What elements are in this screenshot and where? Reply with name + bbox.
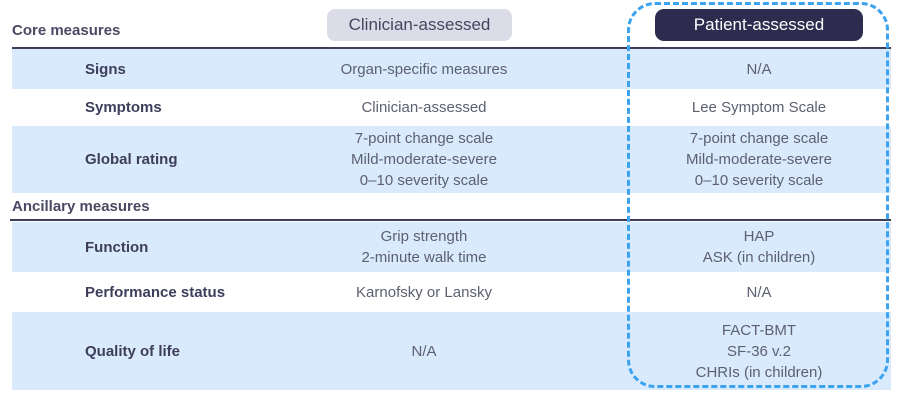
- table-row-quality-of-life: Quality of life N/A FACT-BMT SF-36 v.2 C…: [12, 312, 891, 390]
- row-label: Performance status: [85, 283, 226, 301]
- patient-cell: N/A: [746, 283, 772, 301]
- row-label: Function: [85, 238, 149, 256]
- clinician-cell: Clinician-assessed: [361, 99, 487, 116]
- table-row-function: Function Grip strength 2-minute walk tim…: [12, 222, 891, 272]
- patient-cell: HAP ASK (in children): [702, 228, 816, 266]
- table-row-symptoms: Symptoms Clinician-assessed Lee Symptom …: [12, 89, 891, 126]
- clinician-cell: N/A: [411, 342, 437, 360]
- column-header-patient-assessed: Patient-assessed: [655, 9, 863, 41]
- patient-cell: N/A: [746, 60, 772, 78]
- row-label: Symptoms: [85, 99, 162, 116]
- column-header-clinician-assessed: Clinician-assessed: [327, 9, 512, 41]
- clinician-cell: 7-point change scale Mild-moderate-sever…: [351, 130, 497, 189]
- clinician-cell: Organ-specific measures: [340, 60, 508, 78]
- patient-cell: FACT-BMT SF-36 v.2 CHRIs (in children): [695, 321, 823, 381]
- patient-cell: 7-point change scale Mild-moderate-sever…: [686, 130, 832, 189]
- table-row-signs: Signs Organ-specific measures N/A: [12, 49, 891, 89]
- section-header-ancillary-measures: Ancillary measures: [12, 198, 150, 215]
- row-label: Quality of life: [85, 342, 181, 360]
- patient-cell: Lee Symptom Scale: [691, 99, 827, 116]
- row-label: Global rating: [85, 151, 178, 168]
- table-row-global-rating: Global rating 7-point change scale Mild-…: [12, 126, 891, 193]
- divider-middle: [10, 219, 891, 221]
- clinician-cell: Karnofsky or Lansky: [356, 283, 492, 301]
- table-row-performance-status: Performance status Karnofsky or Lansky N…: [12, 272, 891, 312]
- clinician-cell: Grip strength 2-minute walk time: [361, 228, 487, 266]
- section-header-core-measures: Core measures: [12, 22, 121, 39]
- row-label: Signs: [85, 60, 126, 78]
- divider-top: [12, 47, 891, 49]
